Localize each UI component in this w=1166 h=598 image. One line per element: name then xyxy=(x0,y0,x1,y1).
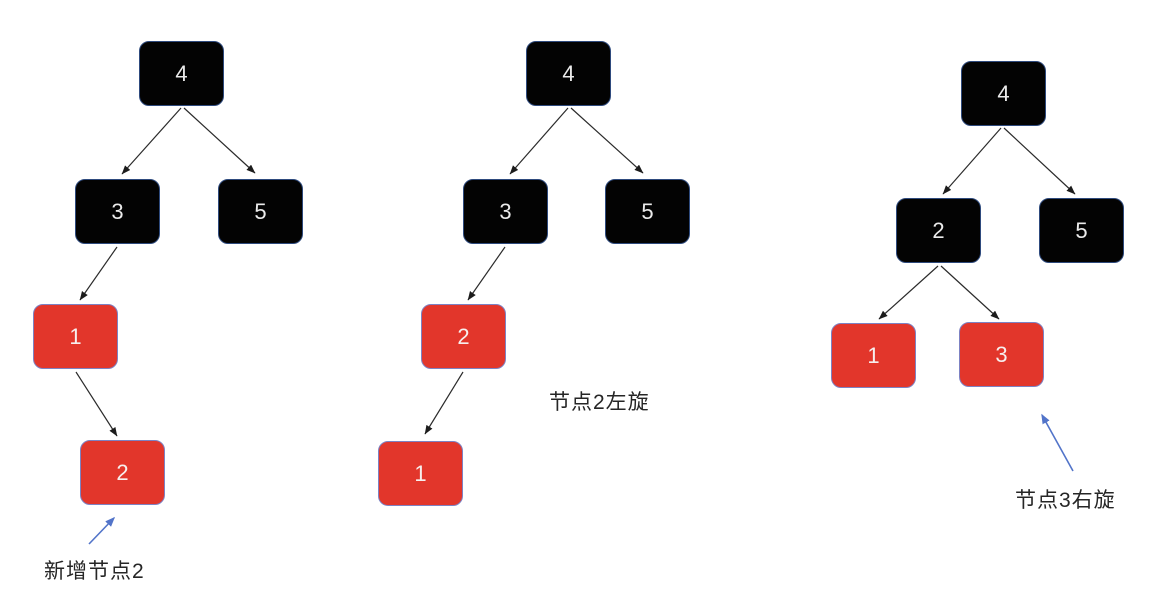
tree3-edge-4-2 xyxy=(942,127,1002,195)
tree1-node-2: 2 xyxy=(80,440,165,505)
tree3-node-5: 5 xyxy=(1039,198,1124,263)
tree2-edge-2-1 xyxy=(424,371,464,435)
tree1-edge-4-5 xyxy=(183,107,256,174)
tree3-edge-4-5 xyxy=(1003,127,1076,195)
tree2-edge-4-5 xyxy=(570,107,644,174)
tree3-node-4: 4 xyxy=(961,61,1046,126)
annotation-left-rotate-2: 节点2左旋 xyxy=(549,391,650,414)
tree3-node-1: 1 xyxy=(831,323,916,388)
annotation-insert-node-2: 新增节点2 xyxy=(44,560,145,583)
tree2-node-5: 5 xyxy=(605,179,690,244)
tree1-edge-3-1 xyxy=(79,246,118,301)
tree1-edge-4-3 xyxy=(121,107,182,175)
tree3-node-3: 3 xyxy=(959,322,1044,387)
annotation-arrow-insert-icon xyxy=(88,516,116,545)
tree1-node-5: 5 xyxy=(218,179,303,244)
tree2-node-4: 4 xyxy=(526,41,611,106)
annotation-arrow-right-rotate-icon xyxy=(1041,413,1074,472)
tree3-edge-2-3 xyxy=(940,265,1000,320)
tree1-node-4: 4 xyxy=(139,41,224,106)
tree2-node-2: 2 xyxy=(421,304,506,369)
tree2-edge-3-2 xyxy=(467,246,506,301)
tree1-node-3: 3 xyxy=(75,179,160,244)
tree2-edge-4-3 xyxy=(509,107,569,175)
tree3-edge-2-1 xyxy=(878,265,939,320)
tree1-node-1: 1 xyxy=(33,304,118,369)
tree2-node-1: 1 xyxy=(378,441,463,506)
tree2-node-3: 3 xyxy=(463,179,548,244)
annotation-right-rotate-3: 节点3右旋 xyxy=(1015,489,1116,512)
tree3-node-2: 2 xyxy=(896,198,981,263)
tree1-edge-1-2 xyxy=(75,371,118,437)
